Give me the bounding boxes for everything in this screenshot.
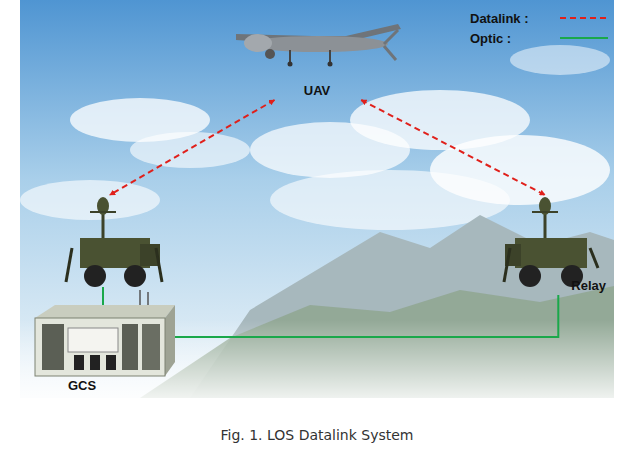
figure-caption: Fig. 1. LOS Datalink System	[0, 427, 634, 443]
legend-text: Optic :	[470, 31, 550, 46]
relay-node: Relay	[500, 195, 610, 295]
sky	[20, 0, 614, 398]
legend-sample	[558, 13, 610, 23]
legend-sample-line	[560, 17, 608, 19]
gcs-antenna-vehicle	[66, 197, 162, 316]
datalink-connector	[110, 100, 275, 195]
legend-sample-line	[560, 37, 608, 39]
relay-antenna-vehicle	[504, 197, 598, 287]
legend-row: Optic :	[470, 28, 610, 48]
node-label: Relay	[571, 278, 606, 293]
uav-drone	[236, 24, 401, 67]
legend-row: Datalink :	[470, 8, 610, 28]
datalink-connector	[361, 100, 545, 195]
node-label: UAV	[304, 83, 330, 98]
legend: Datalink : Optic :	[470, 8, 610, 48]
ground-haze	[20, 320, 614, 398]
node-label: GCS	[68, 378, 96, 393]
gcs-node: GCS	[30, 195, 175, 395]
gcs-shelter	[35, 290, 175, 376]
optic-connector	[175, 295, 558, 337]
uav-node: UAV	[232, 5, 402, 100]
clouds	[20, 45, 610, 230]
legend-text: Datalink :	[470, 11, 550, 26]
legend-sample	[558, 33, 610, 43]
